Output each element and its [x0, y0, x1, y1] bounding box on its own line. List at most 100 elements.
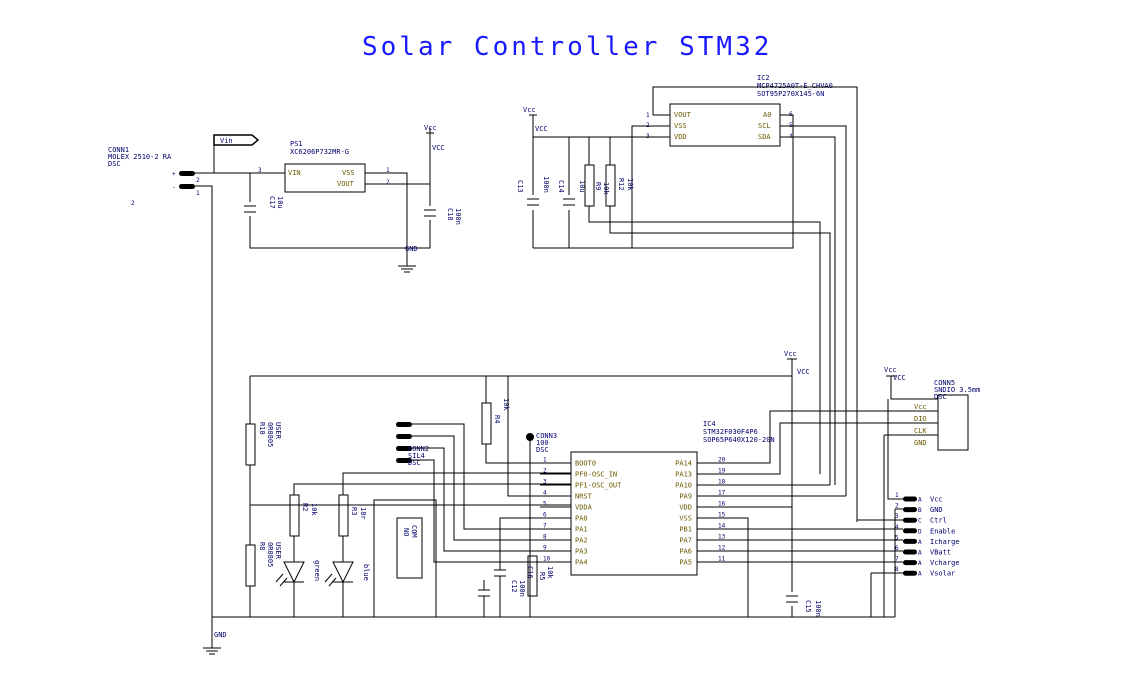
wire-ps1-vss-gnd: [365, 172, 408, 256]
c17-ref: C17: [268, 196, 276, 209]
led-blue-label: blue: [362, 564, 370, 581]
io-pin-num: 1: [895, 492, 899, 499]
r3-val: 18r: [359, 507, 367, 520]
r8-val: 0R0805: [266, 542, 274, 567]
schematic-title: Solar Controller STM32: [362, 32, 772, 62]
wire-r9: [588, 137, 821, 474]
r2-val: 10k: [310, 503, 318, 516]
conn1-pin-1: [179, 184, 195, 189]
r4-resistor: R4 10k: [481, 398, 510, 445]
r12-resistor: R12 10k: [605, 164, 634, 207]
ps1-ref: PS1: [290, 140, 303, 148]
wire-switch: [373, 499, 437, 617]
wire-r3-top: [342, 472, 571, 495]
conn5-ref: CONN5: [934, 379, 955, 387]
c18-ref: C18: [446, 208, 454, 221]
ic4-pin-num: 9: [543, 545, 547, 552]
ic4-pin-pa4: PA4: [575, 559, 588, 567]
io-pin-letter: A: [918, 550, 922, 557]
conn5-pin-clk: CLK: [914, 427, 927, 435]
wire-r2-top: [293, 483, 571, 495]
led-blue-icon: blue: [324, 561, 370, 617]
conn2-ref: CONN2: [408, 445, 429, 453]
ic4-ref: IC4: [703, 420, 716, 428]
ic4-pin-num: 12: [718, 545, 726, 552]
conn1-part: MOLEX 2510-2 RA: [108, 153, 172, 161]
vcc-label-ic2: Vcc: [523, 106, 536, 114]
wire-vcc-c18: [407, 128, 431, 249]
r2-resistor: R2 10k: [289, 494, 318, 537]
ic4-pin-num: 2: [543, 468, 547, 475]
io-pin: [903, 549, 917, 555]
wire-ic2-vout: [652, 86, 858, 522]
wire-io-vsolar: [870, 572, 903, 617]
ic4-pin-vdda: VDDA: [575, 504, 593, 512]
c17-capacitor: C17 10u: [244, 196, 284, 213]
io-pin-letter: A: [918, 571, 922, 578]
gnd-label-bottom: GND: [214, 631, 227, 639]
wire-conn2-1: [412, 423, 571, 530]
io-pin-letter: C: [918, 518, 922, 525]
wire-pa13: [697, 422, 911, 475]
ic2-foot: SOT95P270X145-6N: [757, 90, 824, 98]
ic4-pin-pa10: PA10: [675, 482, 692, 490]
conn3-val: 100: [536, 439, 549, 447]
wire-conn2-4: [412, 459, 571, 563]
gnd-symbol-bottom: GND: [203, 617, 227, 655]
led-green-icon: green: [275, 560, 321, 617]
ic2-pin-vout: VOUT: [674, 111, 692, 119]
conn1-p1-num: 1: [196, 190, 200, 197]
ic4-pin-pa3: PA3: [575, 548, 588, 556]
vcc-net-label-ps1: VCC: [432, 144, 445, 152]
wire-io-gnd: [894, 508, 903, 617]
conn1-pin-2: [179, 171, 195, 176]
vin-flag-label: Vin: [220, 137, 233, 145]
conn1-pin-mark-b: -: [172, 184, 176, 191]
c14-ref: C14: [557, 180, 565, 193]
io-label-vsolar: Vsolar: [930, 570, 955, 578]
ic2-pin-a0: A0: [763, 111, 771, 119]
io-pin-letter: A: [918, 497, 922, 504]
io-label-vbatt: VBatt: [930, 549, 951, 557]
wire-ic2-sda: [780, 136, 836, 485]
c12-val: 100n: [518, 580, 526, 597]
ic4-body: [570, 451, 698, 576]
conn3-ref: CONN3: [536, 432, 557, 440]
c14-capacitor: C14 10u: [557, 180, 586, 206]
ic4-pin-pa0: PA0: [575, 515, 588, 523]
ps1-pin2-num: 2: [386, 179, 390, 186]
vcc-net-label-ic4: VCC: [797, 368, 810, 376]
c15-capacitor: C15 100n: [786, 595, 822, 617]
ic2-dac: IC2 MCP4725A0T-E_CHVA0 SOT95P270X145-6N …: [646, 74, 833, 147]
r3-ref: R3: [350, 507, 358, 515]
wire-vcc-rail-ic4: [250, 375, 793, 617]
wire-conn2-3: [412, 447, 571, 552]
ic4-pin-vdd: VDD: [679, 504, 692, 512]
wire-gnd-main: [195, 185, 213, 617]
vcc-net-label-conn5: VCC: [893, 374, 906, 382]
r8-resistor: R8 0R0805 USER: [245, 542, 282, 587]
ic4-pin-pa2: PA2: [575, 537, 588, 545]
io-label-gnd: GND: [930, 506, 943, 514]
ic4-pin-pa5: PA5: [679, 559, 692, 567]
c13-val: 100n: [542, 176, 550, 193]
io-pin: [903, 507, 917, 513]
wire-r4: [485, 376, 571, 464]
vcc-label-ps1: Vcc: [424, 124, 437, 132]
io-pin-num: 2: [895, 503, 899, 510]
ic4-pin-pa6: PA6: [679, 548, 692, 556]
r12-val: 10k: [626, 178, 634, 191]
ic2-pin-sda: SDA: [758, 133, 771, 141]
ic4-pin-num: 6: [543, 512, 547, 519]
ic4-pin-num: 7: [543, 523, 547, 530]
io-pin: [903, 560, 917, 566]
ic2-pin-vss: VSS: [674, 122, 687, 130]
gnd-label-top: GND: [405, 245, 418, 253]
ic2-p1: 1: [646, 112, 650, 119]
wire-conn2-2: [412, 435, 571, 541]
ps1-pin1-num: 1: [386, 167, 390, 174]
c16-ref: C16: [526, 566, 534, 579]
wire-ic2-vdd: [532, 136, 670, 248]
ic4-pin-num: 16: [718, 501, 726, 508]
